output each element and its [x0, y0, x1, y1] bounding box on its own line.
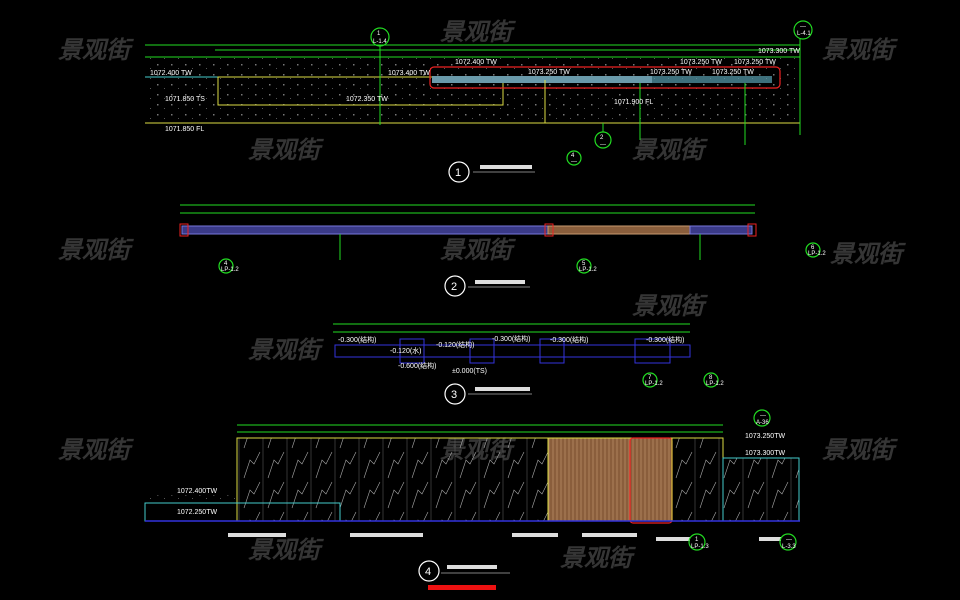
section-2-title: 2 — [444, 275, 530, 297]
callout-number: 4 — [571, 153, 575, 159]
elevation-label: 1073.250 TW — [528, 69, 570, 76]
watermark: 景观街 — [248, 536, 324, 564]
watermark: 景观街 — [58, 436, 134, 464]
callout-ref: A-36 — [756, 420, 769, 426]
section-number: 2 — [451, 281, 457, 293]
callout-ref: — — [600, 142, 606, 148]
watermark: 景观街 — [58, 36, 134, 64]
watermark: 景观街 — [632, 136, 708, 164]
section-1-title: 1 — [448, 161, 535, 183]
elevation-label: 1073.250 TW — [734, 59, 776, 66]
callout-number: 2 — [600, 135, 604, 141]
callout-ref: LP-1.2 — [808, 251, 826, 257]
section-1-plan: 1072.400 TW 1071.850 TS 1071.850 FL 1072… — [145, 39, 801, 145]
section-number: 4 — [425, 566, 431, 578]
callout-number: 4 — [224, 261, 228, 267]
elevation-label: 1071.850 FL — [165, 126, 204, 133]
watermark: 景观街 — [248, 336, 324, 364]
callout-ref: LP-1.3 — [691, 544, 709, 550]
callout-ref: LP-1.2 — [645, 381, 663, 387]
callout-2-detail[interactable]: 2 — — [594, 131, 612, 149]
callout-4-b[interactable]: —L-3.3 — [779, 533, 797, 551]
watermark: 景观街 — [58, 236, 134, 264]
watermark: 景观街 — [830, 240, 906, 268]
callout-3-b[interactable]: 8LP-1.2 — [703, 372, 724, 388]
callout-4-section[interactable]: 4 — — [566, 150, 582, 166]
watermarks: 景观街 景观街 景观街 景观街 景观街 景观街 景观街 景观街 景观街 景观街 … — [58, 18, 906, 572]
elevation-label: 1073.250 TW — [680, 59, 722, 66]
section-4-title: 4 — [418, 560, 510, 590]
level-label: -0.300(结构) — [338, 335, 377, 344]
elevation-label: 1073.250 TW — [712, 69, 754, 76]
level-label: -0.300(结构) — [550, 335, 589, 344]
watermark: 景观街 — [248, 136, 324, 164]
level-label: -0.300(结构) — [492, 334, 531, 343]
elevation-label: 1072.350 TW — [346, 96, 388, 103]
watermark: 景观街 — [560, 544, 636, 572]
level-label: ±0.000(TS) — [452, 368, 487, 375]
callout-4-c[interactable]: —A-36 — [753, 409, 771, 427]
elevation-label: 1072.400 TW — [150, 70, 192, 77]
callout-circle[interactable] — [793, 20, 813, 40]
section-2-plan — [179, 204, 757, 260]
elevation-label: 1073.250 TW — [650, 69, 692, 76]
callout-number: — — [786, 537, 792, 543]
selection-highlight-bar — [428, 585, 496, 590]
elevation-label: 1072.250TW — [177, 509, 217, 516]
callout-number: — — [800, 24, 806, 30]
callout-ref: L-3.3 — [782, 544, 796, 550]
level-label: -0.120(结构) — [436, 340, 475, 349]
callout-right[interactable]: — L-4.1 — [793, 20, 813, 40]
elevation-label: 1073.300TW — [745, 450, 785, 457]
section-3-plan: -0.300(结构) -0.120(水) -0.120(结构) -0.300(结… — [333, 323, 691, 375]
level-label: -0.300(结构) — [646, 335, 685, 344]
callout-number: 1 — [377, 31, 381, 37]
watermark: 景观街 — [440, 236, 516, 264]
callout-number: 1 — [695, 537, 699, 543]
callout-ref: LP-1.2 — [579, 267, 597, 273]
watermark: 景观街 — [440, 18, 516, 46]
elevation-label: 1073.400 TW — [388, 70, 430, 77]
elevation-label: 1071.850 TS — [165, 96, 205, 103]
section-4-elevation: 1072.400TW 1072.250TW 1073.250TW 1073.30… — [144, 424, 800, 541]
elevation-label: 1072.400TW — [177, 488, 217, 495]
callout-2-b[interactable]: 5LP-1.2 — [576, 258, 597, 274]
callout-number: — — [760, 413, 766, 419]
watermark: 景观街 — [632, 292, 708, 320]
callout-3-a[interactable]: 7LP-1.2 — [642, 372, 663, 388]
elevation-label: 1071.900 FL — [614, 99, 653, 106]
watermark: 景观街 — [822, 36, 898, 64]
callout-circle[interactable] — [370, 27, 390, 47]
callout-number: 6 — [811, 245, 815, 251]
callout-number: 8 — [709, 375, 713, 381]
callout-circle[interactable] — [594, 131, 612, 149]
callout-2-a[interactable]: 4LP-1.2 — [218, 258, 239, 274]
callout-number: 7 — [648, 375, 652, 381]
elevation-label: 1073.300 TW — [758, 48, 800, 55]
level-label: -0.120(水) — [390, 346, 422, 355]
callout-1-top[interactable]: 1 L-1.4 — [370, 27, 390, 47]
elevation-label: 1072.400 TW — [455, 59, 497, 66]
callout-ref: — — [571, 159, 577, 165]
watermark: 景观街 — [822, 436, 898, 464]
callout-ref: LP-1.2 — [706, 381, 724, 387]
callout-circle[interactable] — [566, 150, 582, 166]
level-label: -0.600(结构) — [398, 361, 437, 370]
callout-number: 5 — [582, 261, 586, 267]
elevation-label: 1073.250TW — [745, 433, 785, 440]
section-number: 3 — [451, 389, 457, 401]
section-3-title: 3 — [444, 383, 532, 405]
section-number: 1 — [455, 167, 461, 179]
callout-ref: L-1.4 — [373, 39, 387, 45]
callout-ref: LP-1.2 — [221, 267, 239, 273]
callout-ref: L-4.1 — [797, 31, 811, 37]
callout-2-c[interactable]: 6LP-1.2 — [805, 242, 826, 258]
callout-4-a[interactable]: 1LP-1.3 — [688, 533, 709, 551]
